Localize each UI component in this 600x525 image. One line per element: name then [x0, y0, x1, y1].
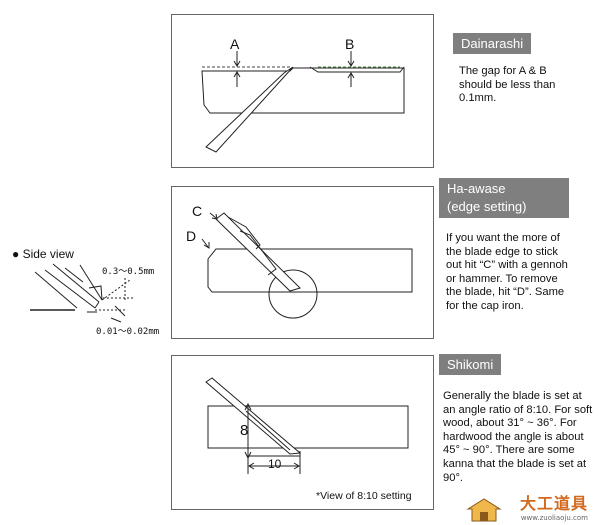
watermark-logo: 大工道具 www.zuoliaoju.com [464, 494, 596, 523]
side-view-dimension-bottom: 0.01～0.02mm [96, 327, 160, 337]
label-ten: 10 [268, 457, 282, 471]
label-eight: 8 [240, 422, 249, 439]
label-c: C [192, 203, 203, 219]
side-view-title: ● Side view [12, 247, 74, 261]
label-a: A [230, 36, 240, 52]
section-text-shikomi: Generally the blade is set at an angle r… [443, 390, 593, 484]
section-title-dainarashi: Dainarashi [453, 33, 532, 54]
ha-awase-plane-drawing [201, 212, 413, 319]
house-logo-icon [466, 498, 502, 522]
section-text-dainarashi: The gap for A & B should be less than 0.… [459, 65, 556, 105]
shikomi-plane-drawing [205, 377, 409, 474]
dainarashi-plane-drawing [201, 51, 405, 153]
ha-awase-diagram-panel: C D [171, 186, 434, 339]
label-d: D [186, 228, 197, 244]
section-title-ha-awase: Ha-awase (edge setting) [439, 178, 569, 218]
watermark-text: 大工道具 [519, 494, 588, 513]
side-view-dimension-top: 0.3～0.5mm [102, 267, 155, 277]
label-b: B [345, 36, 355, 52]
section-text-ha-awase: If you want the more of the blade edge t… [446, 232, 568, 312]
shikomi-caption: *View of 8:10 setting [316, 490, 412, 502]
side-view-drawing [30, 263, 133, 323]
section-title-shikomi: Shikomi [439, 354, 502, 375]
watermark-url: www.zuoliaoju.com [520, 514, 588, 522]
dainarashi-diagram-panel: A B [171, 14, 434, 168]
shikomi-diagram-panel: 8 10 *View of 8:10 setting [171, 355, 434, 510]
